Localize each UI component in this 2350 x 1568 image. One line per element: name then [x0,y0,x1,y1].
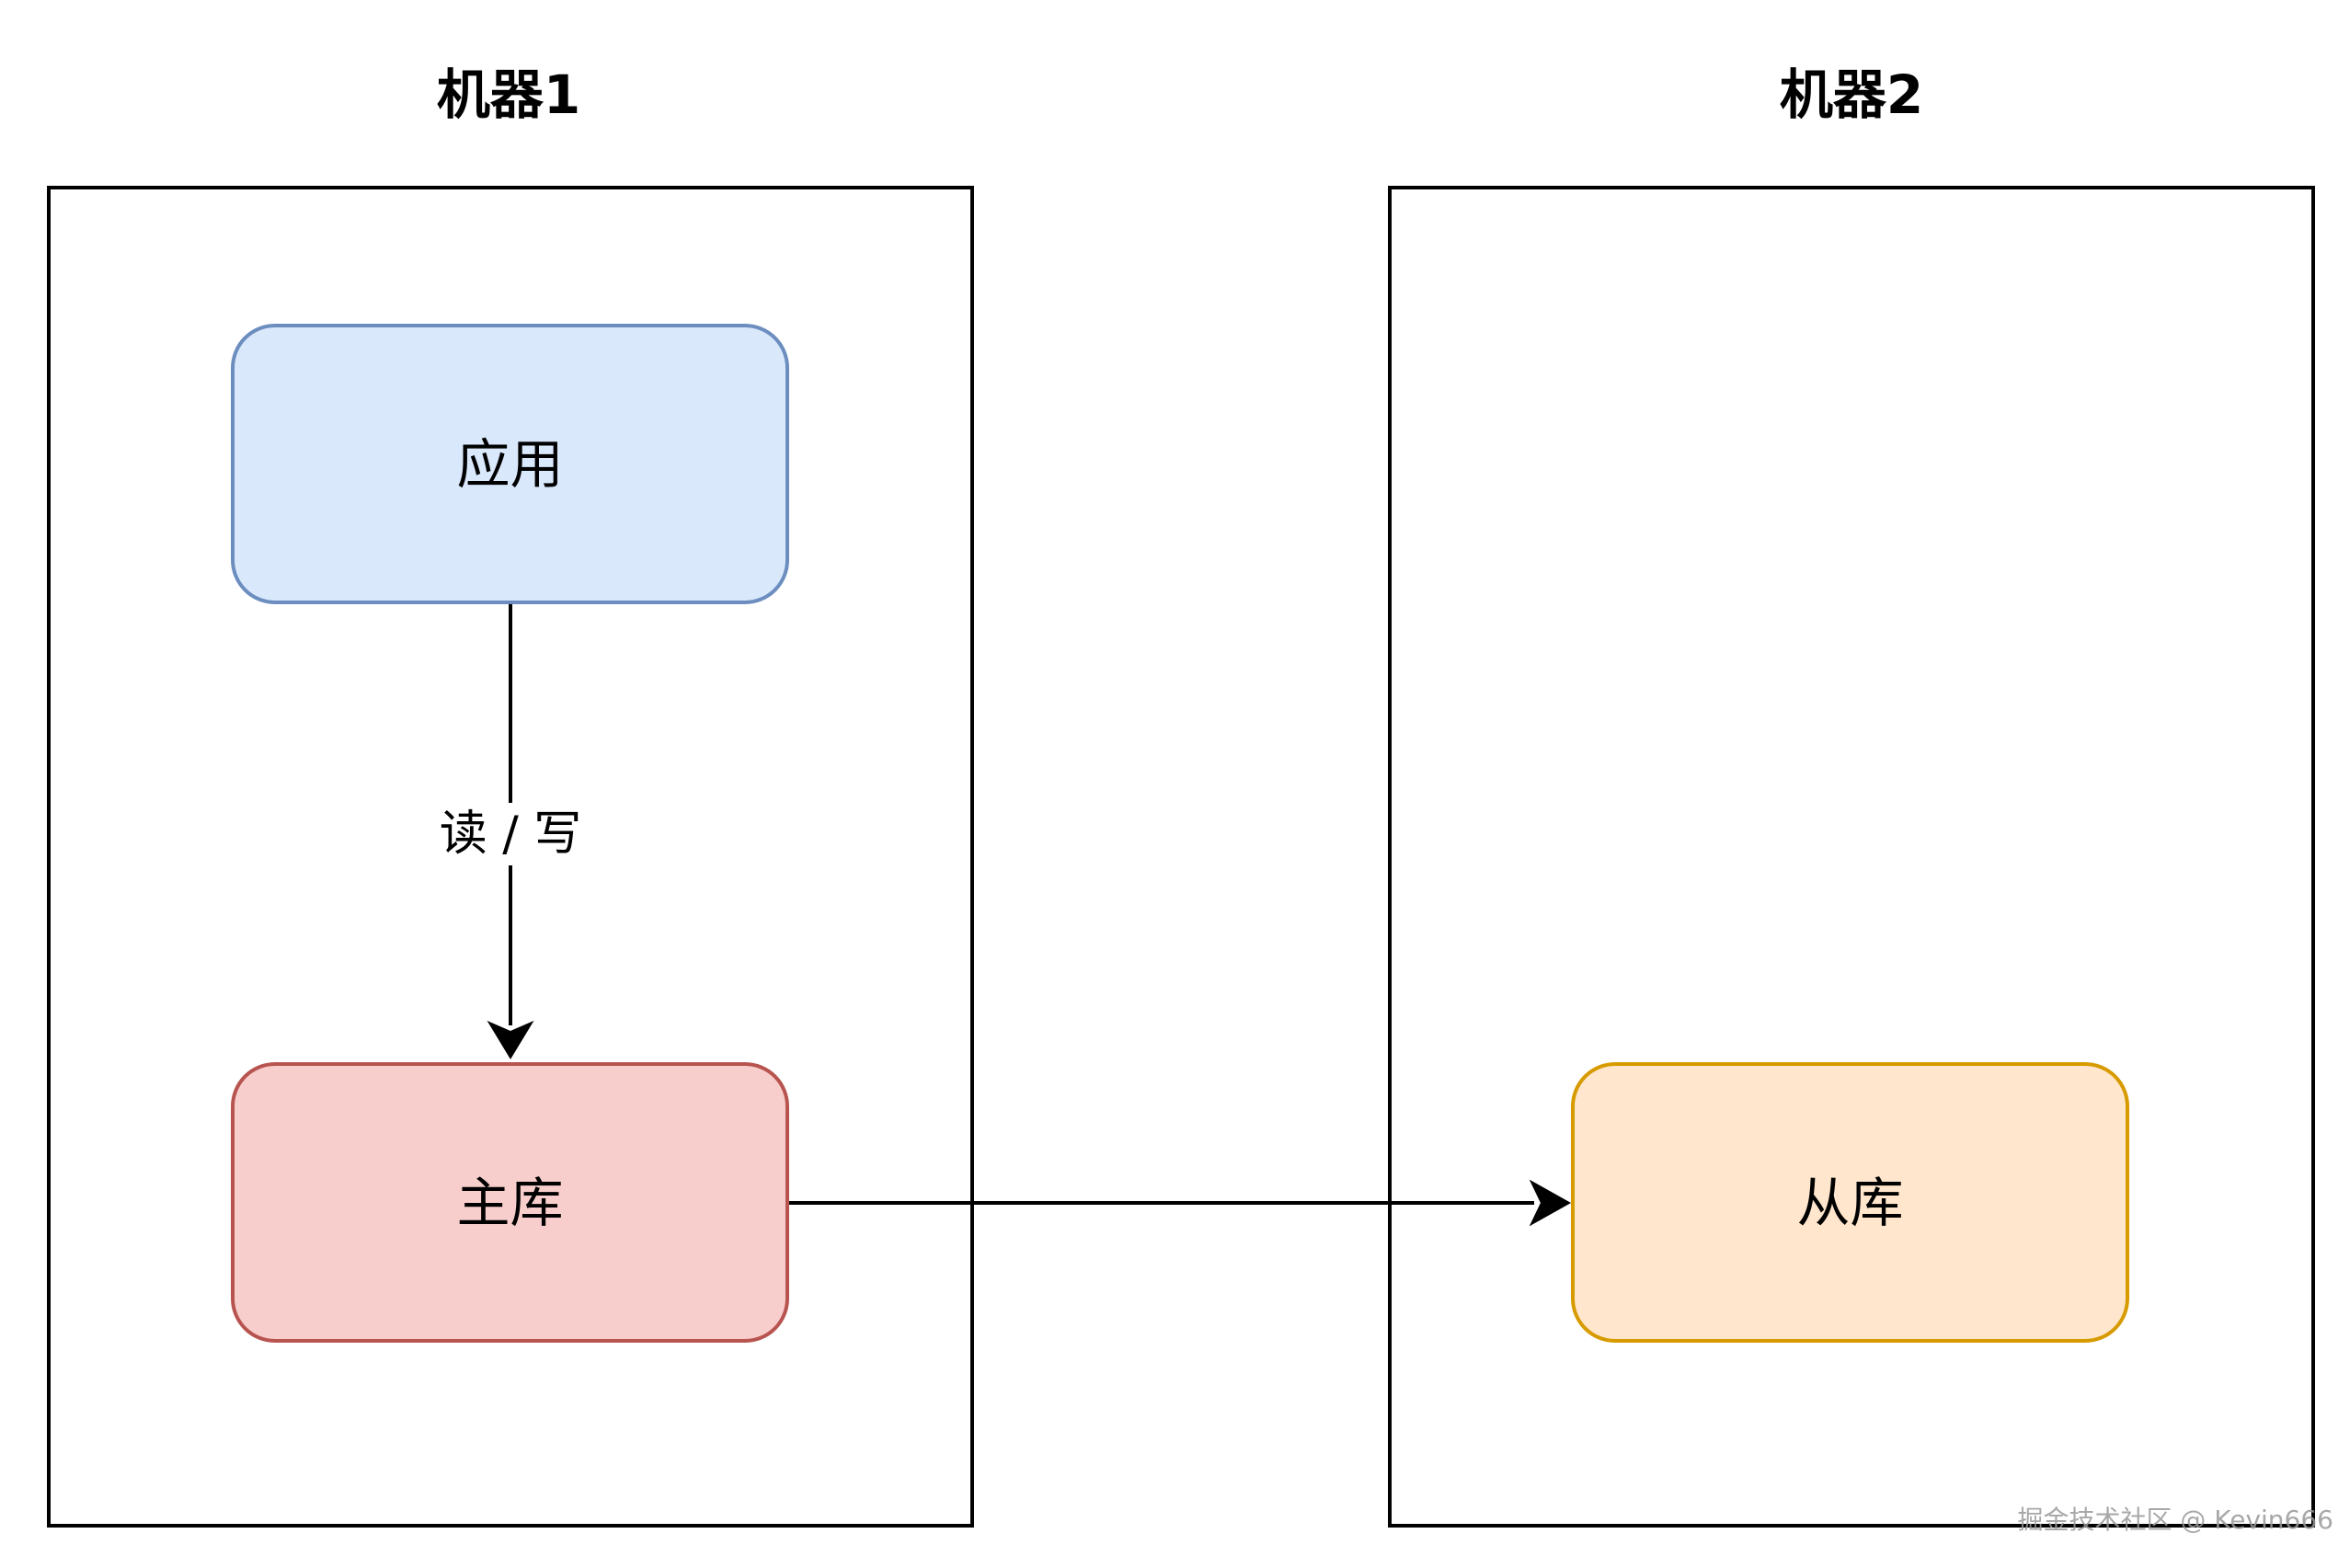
machine-1-container [47,186,974,1528]
replication-arrowhead [1529,1179,1572,1227]
watermark: 掘金技术社区 @ Kevin666 [2017,1505,2333,1535]
machine-1-title: 机器1 [436,63,581,126]
app-node: 应用 [231,324,789,604]
read-write-label: 读 / 写 [432,803,589,865]
primary-db-label: 主库 [456,1171,564,1234]
app-node-label: 应用 [456,432,564,496]
machine-2-container [1388,186,2315,1528]
primary-db-node: 主库 [231,1062,789,1343]
replica-db-label: 从库 [1796,1171,1904,1234]
machine-2-title: 机器2 [1779,63,1924,126]
read-write-arrowhead [487,1020,534,1059]
replica-db-node: 从库 [1571,1062,2129,1343]
